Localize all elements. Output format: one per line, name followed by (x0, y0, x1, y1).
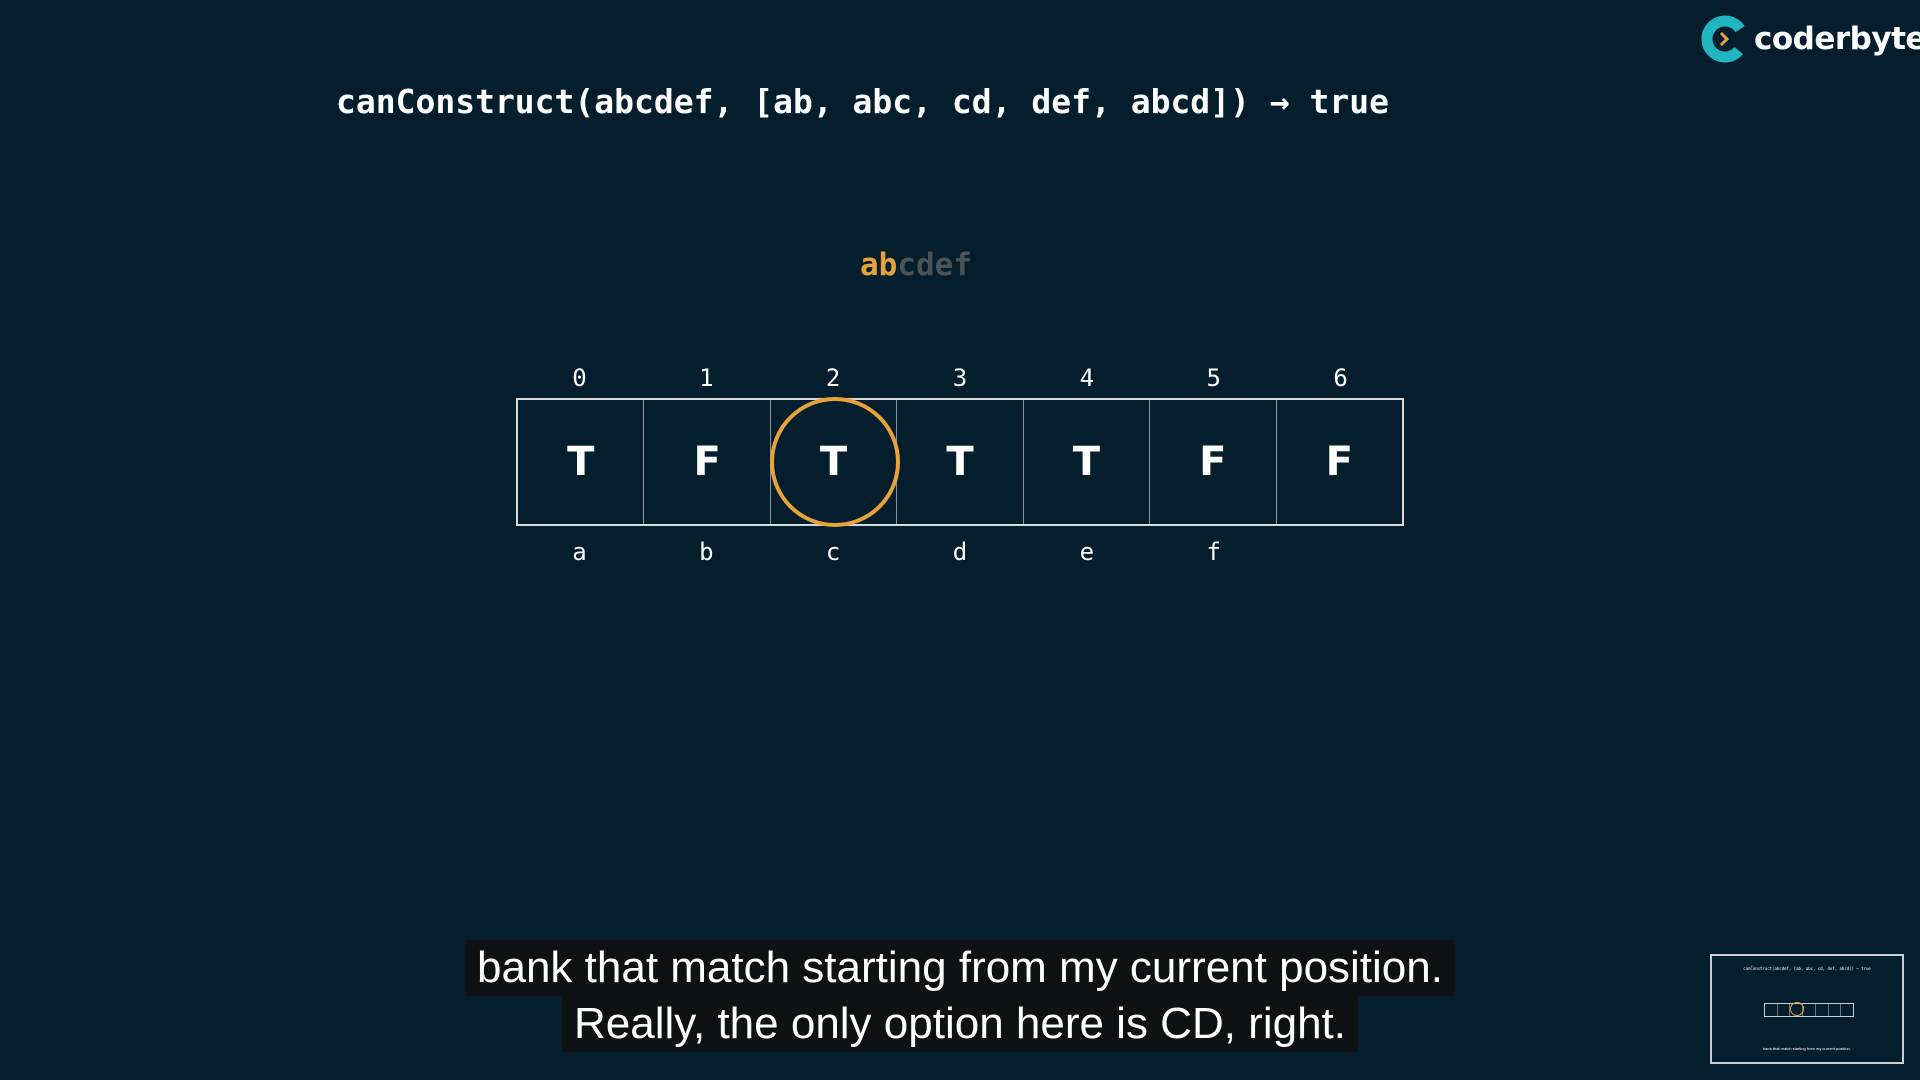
dp-table: T F T T T F F (516, 398, 1404, 526)
character-label: f (1206, 538, 1221, 566)
dp-cell: F (1149, 400, 1275, 524)
subtitles: bank that match starting from my current… (0, 940, 1920, 1052)
index-label: 2 (825, 364, 841, 392)
character-label: a (572, 538, 587, 566)
subtitle-line: Really, the only option here is CD, righ… (562, 996, 1358, 1052)
index-row: 0 1 2 3 4 5 6 (516, 364, 1404, 392)
character-label: b (699, 538, 714, 566)
dp-cell: F (643, 400, 769, 524)
dp-cell: T (1022, 400, 1149, 524)
preview-thumbnail[interactable]: canConstruct(abcdef, [ab, abc, cd, def, … (1710, 954, 1904, 1064)
character-label: d (952, 538, 968, 566)
character-row: a b c d e f (516, 538, 1404, 566)
index-label: 0 (572, 364, 587, 392)
index-label: 3 (952, 364, 968, 392)
index-label: 5 (1206, 364, 1221, 392)
coderbyte-logo: coderbyte (1700, 14, 1920, 64)
index-label: 4 (1079, 364, 1095, 392)
target-matched-prefix: ab (860, 247, 898, 283)
thumbnail-caption: bank that match starting from my current… (1763, 1046, 1851, 1051)
dp-cell: T (769, 400, 896, 524)
target-string: abcdef (860, 247, 980, 283)
logo-wordmark: coderbyte (1754, 21, 1920, 57)
thumbnail-table (1764, 1003, 1854, 1017)
dp-cell: T (567, 439, 595, 485)
dp-cell: T (896, 400, 1022, 524)
character-label: e (1079, 538, 1095, 566)
coderbyte-logo-icon (1701, 15, 1749, 63)
thumbnail-title: canConstruct(abcdef, [ab, abc, cd, def, … (1743, 966, 1871, 971)
thumbnail-highlight (1790, 1002, 1804, 1016)
target-remaining-suffix: cdef (897, 247, 972, 283)
dp-cell: F (1275, 400, 1402, 524)
index-label: 1 (699, 364, 714, 392)
subtitle-line: bank that match starting from my current… (465, 940, 1455, 996)
slide-title: canConstruct(abcdef, [ab, abc, cd, def, … (336, 82, 1389, 121)
character-label-empty (1277, 538, 1404, 566)
index-label: 6 (1333, 364, 1348, 392)
character-label: c (825, 538, 841, 566)
